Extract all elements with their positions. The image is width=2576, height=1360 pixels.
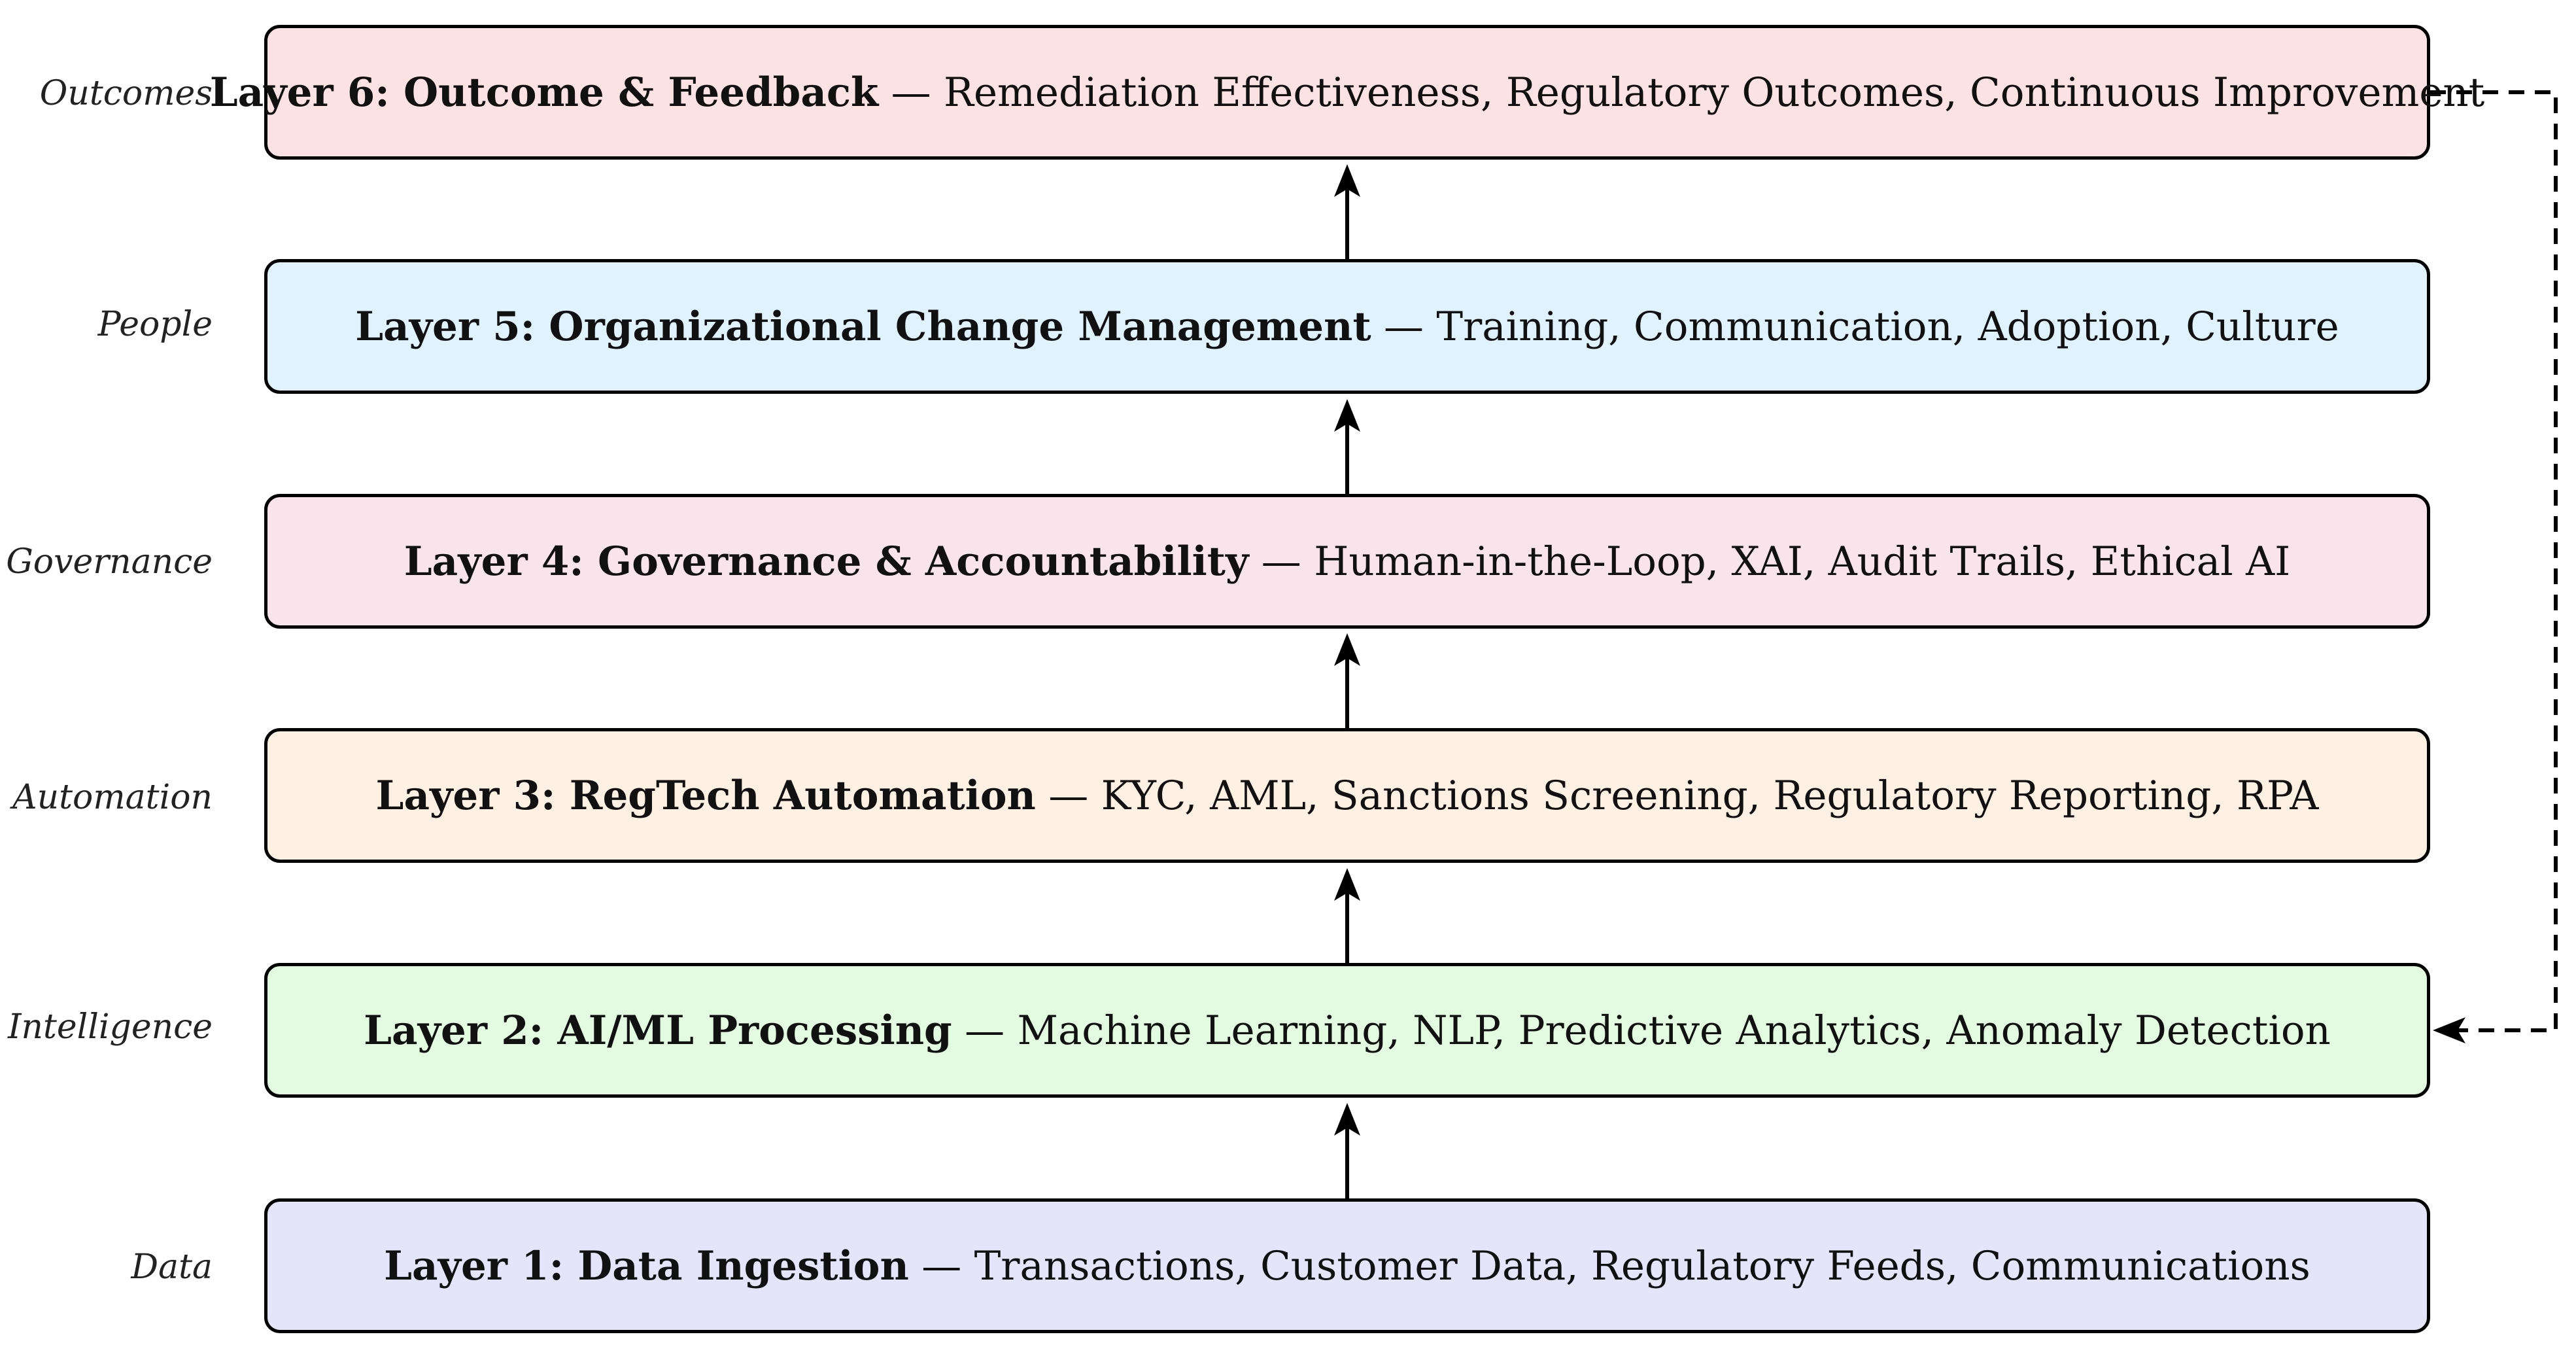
layer-4-box: Layer 4: Governance & Accountability — H… [264, 494, 2430, 629]
upward-arrow-4-to-5 [1334, 399, 1360, 494]
upward-arrow-3-to-4 [1334, 633, 1360, 728]
side-label-outcomes: Outcomes [39, 74, 213, 113]
side-label-automation: Automation [12, 778, 213, 817]
layer-5-box: Layer 5: Organizational Change Managemen… [264, 259, 2430, 394]
layer-1-title: Layer 1: Data Ingestion [384, 1242, 909, 1289]
side-label-governance: Governance [6, 542, 213, 582]
layer-1-box: Layer 1: Data Ingestion — Transactions, … [264, 1198, 2430, 1333]
layer-1-separator: — [908, 1242, 974, 1289]
layer-6-title: Layer 6: Outcome & Feedback [209, 69, 879, 116]
layer-3-title: Layer 3: RegTech Automation [375, 772, 1036, 819]
side-label-data: Data [131, 1247, 213, 1287]
upward-arrow-5-to-6 [1334, 164, 1360, 259]
layer-4-description: Human-in-the-Loop, XAI, Audit Trails, Et… [1314, 538, 2291, 585]
feedback-loop-arrow [2430, 90, 2558, 1043]
upward-arrow-1-to-2 [1334, 1103, 1360, 1198]
layer-6-description: Remediation Effectiveness, Regulatory Ou… [944, 69, 2485, 116]
layer-3-separator: — [1035, 772, 1101, 819]
layer-3-description: KYC, AML, Sanctions Screening, Regulator… [1101, 772, 2319, 819]
layer-3-box: Layer 3: RegTech Automation — KYC, AML, … [264, 728, 2430, 863]
layer-2-description: Machine Learning, NLP, Predictive Analyt… [1017, 1007, 2331, 1054]
upward-arrow-2-to-3 [1334, 868, 1360, 963]
layer-1-description: Transactions, Customer Data, Regulatory … [974, 1242, 2310, 1289]
layer-6-box: Layer 6: Outcome & Feedback — Remediatio… [210, 25, 2484, 160]
layer-4-separator: — [1248, 538, 1314, 585]
side-label-people: People [97, 305, 213, 344]
layer-2-title: Layer 2: AI/ML Processing [364, 1007, 952, 1054]
layer-2-separator: — [952, 1007, 1018, 1054]
layer-5-description: Training, Communication, Adoption, Cultu… [1436, 303, 2339, 350]
layer-5-title: Layer 5: Organizational Change Managemen… [355, 303, 1371, 350]
layer-4-title: Layer 4: Governance & Accountability [404, 538, 1249, 585]
layer-6-separator: — [878, 69, 944, 116]
side-label-intelligence: Intelligence [7, 1007, 213, 1047]
layer-2-box: Layer 2: AI/ML Processing — Machine Lear… [264, 963, 2430, 1098]
layer-5-separator: — [1371, 303, 1437, 350]
